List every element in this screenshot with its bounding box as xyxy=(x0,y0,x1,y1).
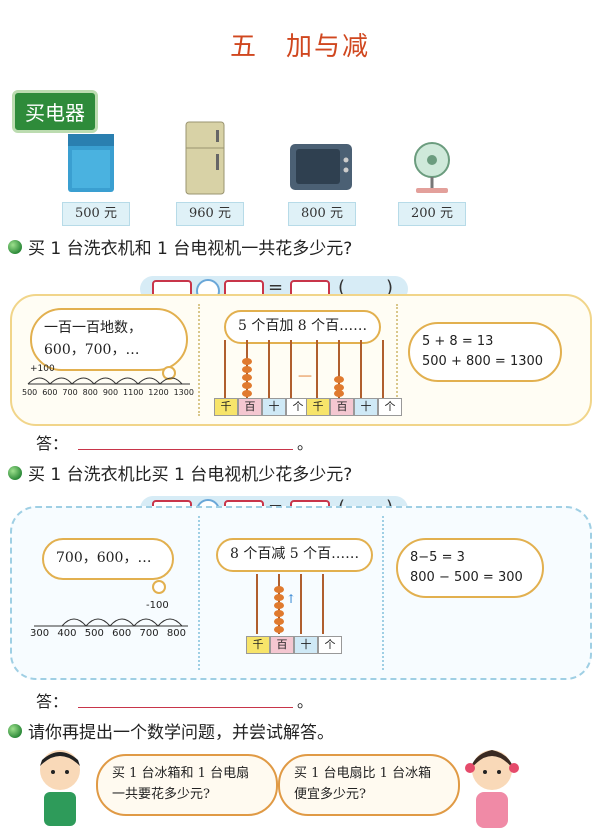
thought-tail xyxy=(152,580,166,594)
fan-image xyxy=(400,140,460,196)
panel-divider xyxy=(382,516,384,670)
answer-line-1: 答： 。 xyxy=(36,430,313,454)
label-hundreds: 百 xyxy=(238,398,262,416)
calc-line: 500 + 800 = 1300 xyxy=(422,354,544,370)
boy-character xyxy=(30,746,90,832)
question-1-text: 买 1 台洗衣机和 1 台电视机一共花多少元? xyxy=(28,239,353,259)
counting-cloud-text: 一百一百地数，600，700，… xyxy=(44,320,142,358)
label-tens: 十 xyxy=(294,636,318,654)
number-line-1 xyxy=(27,377,190,385)
calc-line: 5 + 8 = 13 xyxy=(422,334,494,349)
tick-label: 1100 xyxy=(123,388,144,397)
tick-label: 600 xyxy=(112,628,132,639)
girl-speech-text: 买 1 台电扇比 1 台冰箱便宜多少元? xyxy=(294,766,432,802)
tick-label: 400 xyxy=(57,628,77,639)
tick-label: 300 xyxy=(30,628,50,639)
label-tens: 十 xyxy=(354,398,378,416)
tick-label: 1300 xyxy=(173,388,194,397)
bullet-icon xyxy=(8,465,22,480)
washing-machine-image xyxy=(62,130,122,196)
counting-cloud: 700，600，… xyxy=(42,538,174,580)
abacus-2: ↑ 千 百 十 个 xyxy=(246,574,342,658)
boy-speech-bubble: 买 1 台冰箱和 1 台电扇一共要花多少元? xyxy=(96,754,278,816)
price-fan: 200 元 xyxy=(398,202,466,226)
tick-label: 800 xyxy=(166,628,186,639)
equals-sign: = xyxy=(268,277,284,298)
tick-label: 600 xyxy=(42,388,58,397)
girl-character xyxy=(460,744,522,832)
answer-end: 。 xyxy=(297,434,314,453)
answer-end: 。 xyxy=(297,692,314,711)
question-2-text: 买 1 台洗衣机比买 1 台电视机少花多少元? xyxy=(28,465,353,485)
counting-cloud-text: 700，600，… xyxy=(56,550,152,566)
question-2: 买 1 台洗衣机比买 1 台电视机少花多少元? xyxy=(8,460,352,485)
place-value-labels: 千 百 十 个 xyxy=(306,398,402,416)
girl-speech-bubble: 买 1 台电扇比 1 台冰箱便宜多少元? xyxy=(278,754,460,816)
section-tag: 买电器 xyxy=(12,90,98,133)
number-line-2 xyxy=(34,618,188,627)
place-value-labels: 千 百 十 个 xyxy=(214,398,310,416)
label-hundreds: 百 xyxy=(330,398,354,416)
tick-label: 800 xyxy=(82,388,98,397)
panel-divider xyxy=(198,516,200,670)
panel-divider xyxy=(396,304,398,416)
price-washing-machine: 500 元 xyxy=(62,202,130,226)
number-line-ticks-2: 300 400 500 600 700 800 xyxy=(30,628,186,639)
tick-label: 900 xyxy=(102,388,119,397)
step-label: +100 xyxy=(30,364,55,374)
label-hundreds: 百 xyxy=(270,636,294,654)
step-label: -100 xyxy=(146,600,169,611)
answer-line-2: 答： 。 xyxy=(36,688,313,712)
paren-open: ( xyxy=(338,277,346,298)
number-line-ticks-1: 500 600 700 800 900 1100 1200 1300 xyxy=(22,388,194,397)
label-tens: 十 xyxy=(262,398,286,416)
calc-line: 8−5 = 3 xyxy=(410,550,465,565)
television-image xyxy=(288,140,354,196)
paren-close: ) xyxy=(386,277,394,298)
abacus-caption-1: 5 个百加 8 个百…… xyxy=(224,310,382,344)
price-television: 800 元 xyxy=(288,202,356,226)
calc-cloud-1: 5 + 8 = 13 500 + 800 = 1300 xyxy=(408,322,562,383)
abacus-caption-text: 5 个百加 8 个百…… xyxy=(238,318,368,334)
abacus-caption-text: 8 个百减 5 个百…… xyxy=(230,546,360,562)
counting-cloud: 一百一百地数，600，700，… xyxy=(30,308,188,372)
method-panel-2: 700，600，… -100 300 400 500 600 700 800 8… xyxy=(10,506,592,680)
bullet-icon xyxy=(8,723,22,738)
tick-label: 700 xyxy=(139,628,159,639)
page-title: 五 加与减 xyxy=(229,32,370,62)
place-value-labels: 千 百 十 个 xyxy=(246,636,342,654)
calc-cloud-2: 8−5 = 3 800 − 500 = 300 xyxy=(396,538,544,599)
question-3-text: 请你再提出一个数学问题，并尝试解答。 xyxy=(28,723,334,743)
tick-label: 500 xyxy=(22,388,38,397)
panel-divider xyxy=(198,304,200,416)
refrigerator-image xyxy=(180,118,230,198)
calc-line: 800 − 500 = 300 xyxy=(410,570,523,586)
label-ones: 个 xyxy=(378,398,402,416)
method-panel-1: 一百一百地数，600，700，… +100 500 600 700 800 90… xyxy=(10,294,592,426)
answer-label: 答： xyxy=(36,434,69,453)
answer-blank[interactable] xyxy=(78,449,294,450)
thought-tail xyxy=(162,366,176,380)
price-refrigerator: 960 元 xyxy=(176,202,244,226)
answer-label: 答： xyxy=(36,692,69,711)
tick-label: 1200 xyxy=(148,388,169,397)
question-3: 请你再提出一个数学问题，并尝试解答。 xyxy=(8,718,334,743)
tick-label: 500 xyxy=(84,628,104,639)
question-1: 买 1 台洗衣机和 1 台电视机一共花多少元? xyxy=(8,234,352,259)
label-thousands: 千 xyxy=(306,398,330,416)
tick-label: 700 xyxy=(62,388,78,397)
answer-blank[interactable] xyxy=(78,707,294,708)
label-thousands: 千 xyxy=(214,398,238,416)
abacus-caption-2: 8 个百减 5 个百…… xyxy=(216,538,374,572)
arrow-up-icon: ↑ xyxy=(286,592,297,606)
boy-speech-text: 买 1 台冰箱和 1 台电扇一共要花多少元? xyxy=(112,766,250,802)
label-ones: 个 xyxy=(318,636,342,654)
label-thousands: 千 xyxy=(246,636,270,654)
abacus-pair-1: — 千 百 十 个 千 百 十 个 xyxy=(208,340,402,418)
bullet-icon xyxy=(8,239,22,254)
